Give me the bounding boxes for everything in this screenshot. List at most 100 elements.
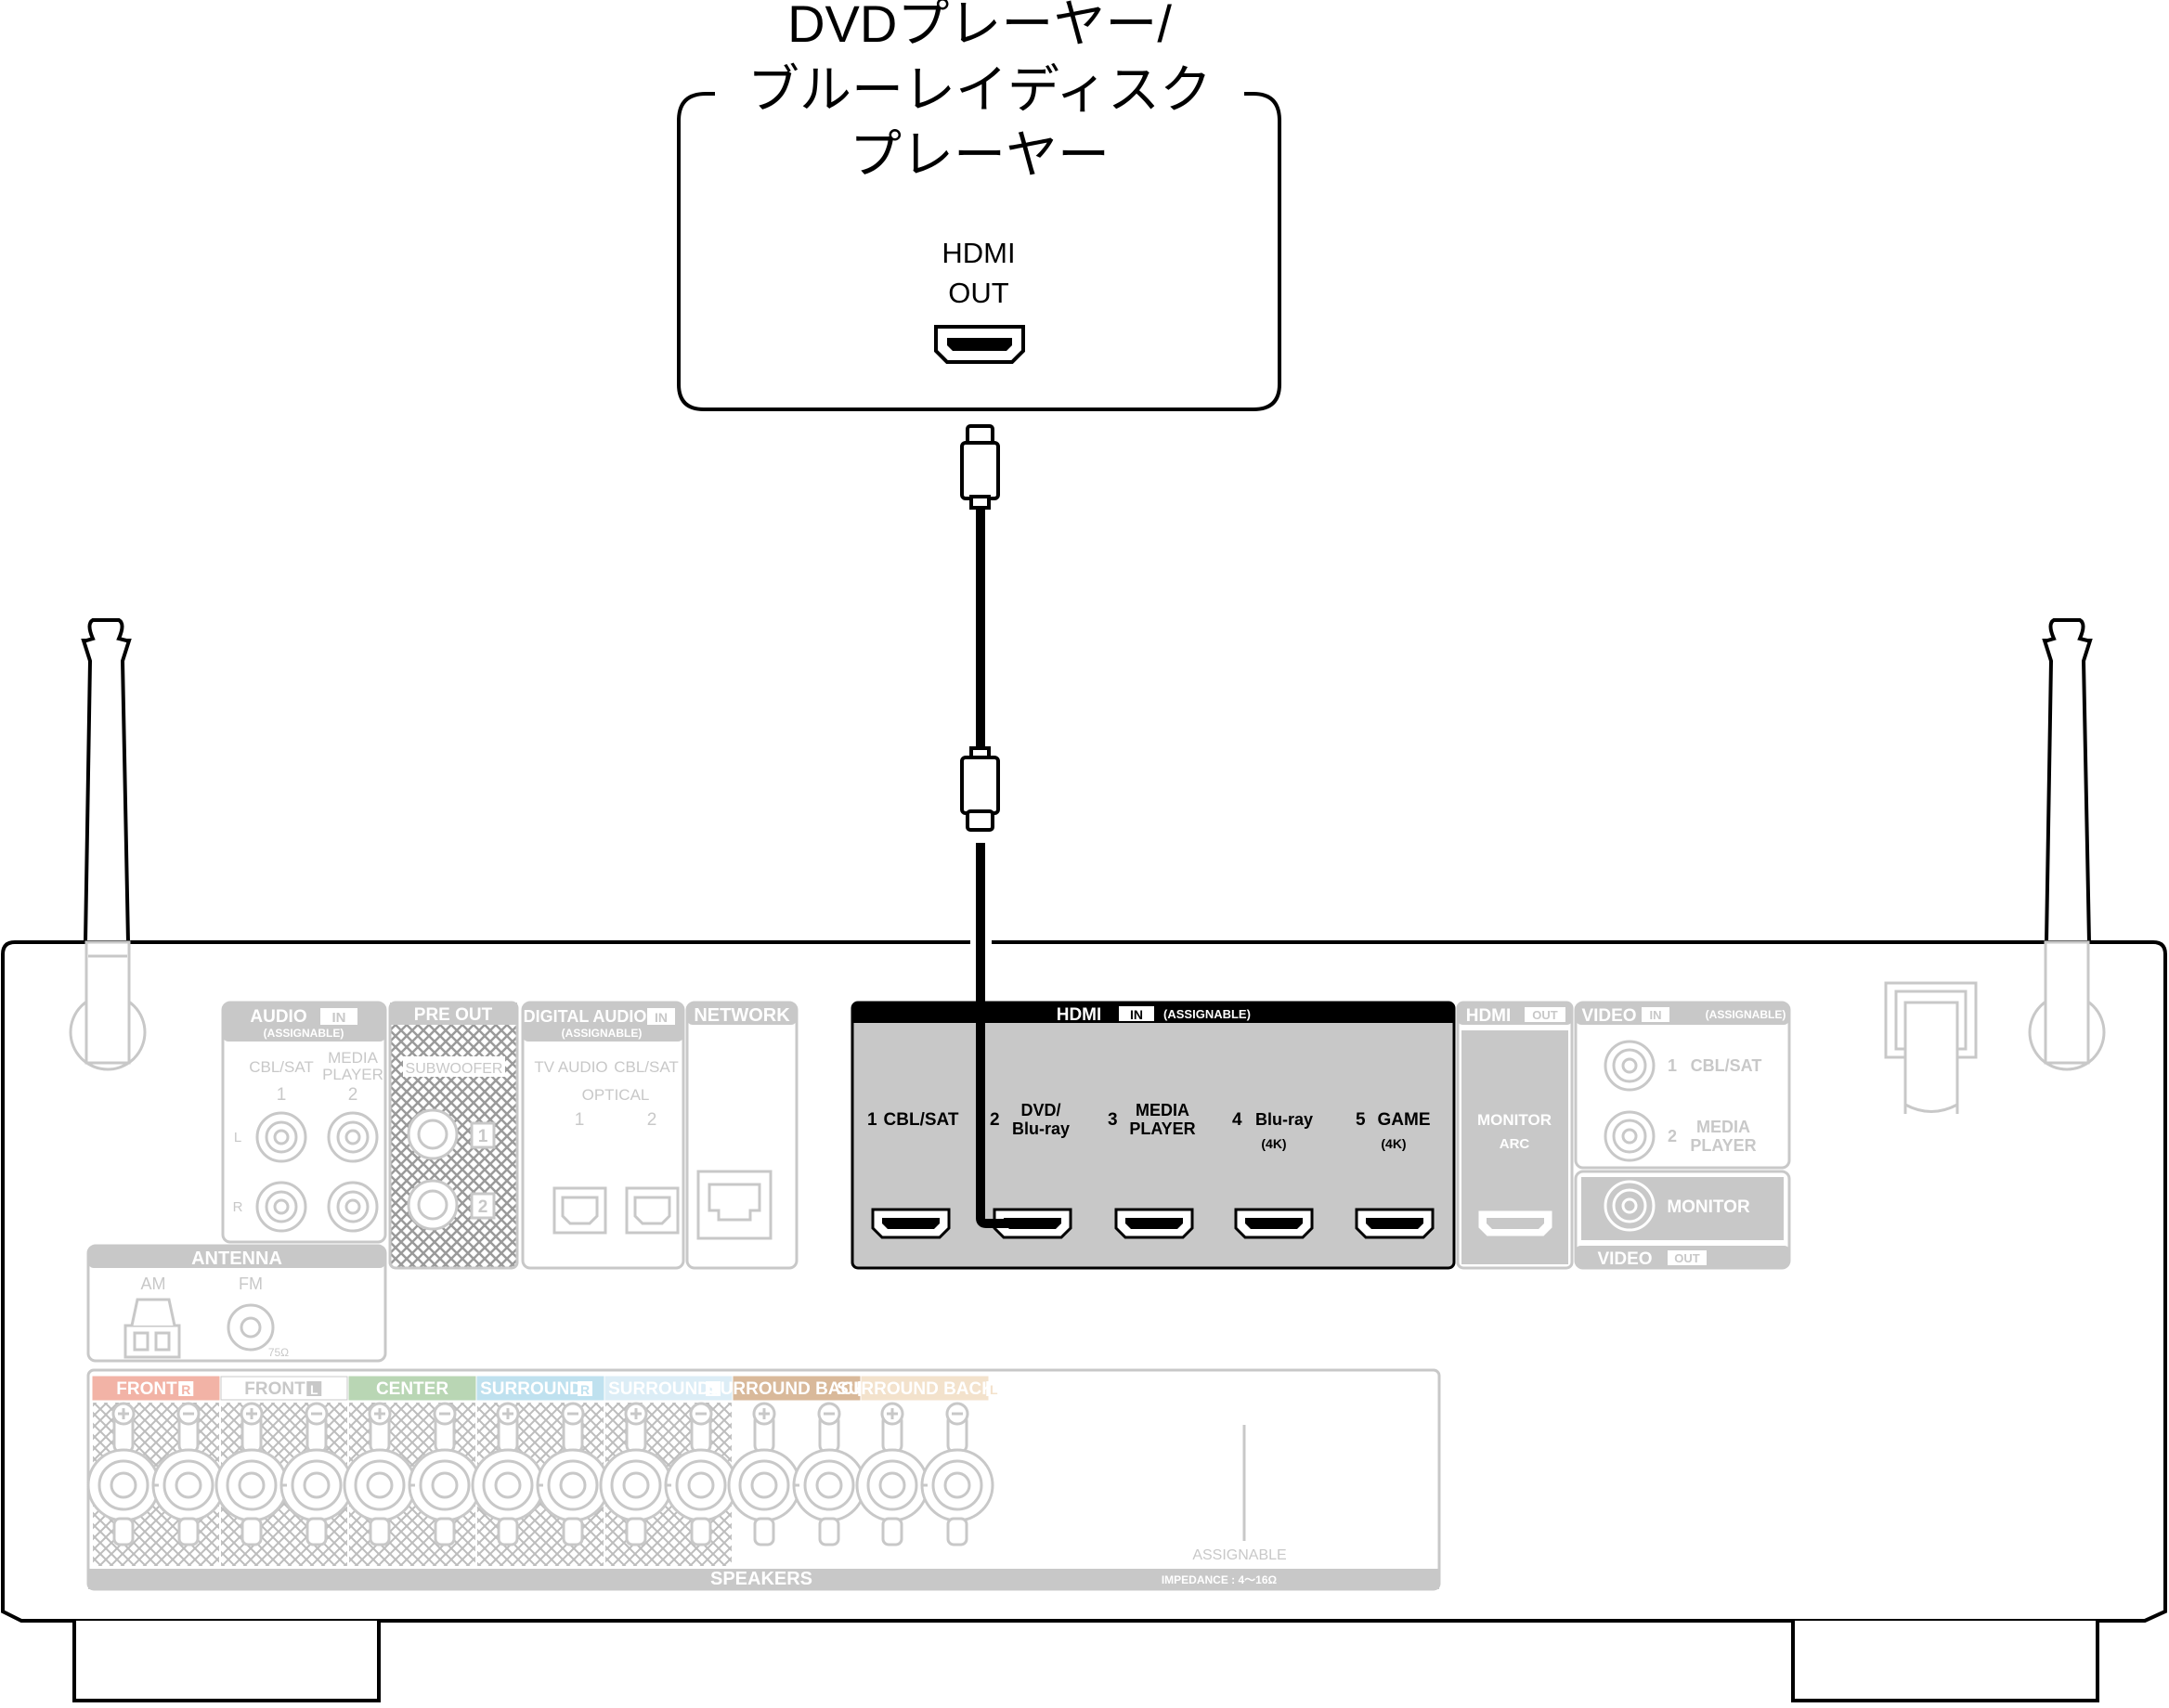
audio-in-sub: (ASSIGNABLE) [264, 1027, 344, 1040]
speaker-group-label: SURROUND BACK [708, 1379, 866, 1399]
hdmi-in-port-5-num: 5 [1356, 1110, 1366, 1130]
device-title-line-1: DVDプレーヤー/ [787, 0, 1172, 53]
antenna-panel: ANTENNA AM FM 75Ω [86, 1244, 387, 1363]
antenna-left [81, 618, 132, 944]
audio-in-panel: AUDIO IN (ASSIGNABLE) CBL/SAT MEDIA PLAY… [221, 1001, 387, 1244]
digital-audio-title: DIGITAL AUDIO [524, 1007, 647, 1026]
video-in-port2-label-2: PLAYER [1690, 1136, 1756, 1155]
cable-plug-bottom [960, 756, 1000, 815]
video-in-port2-num: 2 [1668, 1127, 1677, 1145]
antenna-right [2042, 618, 2093, 944]
speaker-group-label: FRONT [244, 1379, 305, 1399]
hdmi-out-badge: OUT [1532, 1008, 1558, 1022]
hdmi-in-panel: HDMI IN (ASSIGNABLE) 1 CBL/SAT 2 DVD/ Bl… [851, 1001, 1456, 1270]
hdmi-in-port-5-label: GAME [1378, 1110, 1431, 1130]
video-out-label: MONITOR [1667, 1197, 1750, 1217]
hdmi-in-port-5-sub: (4K) [1381, 1136, 1406, 1151]
speaker-group-1: FRONT R [86, 1376, 226, 1566]
speaker-group-side: L [709, 1382, 718, 1397]
antenna-ohm: 75Ω [268, 1346, 289, 1359]
antenna-fm: FM [239, 1275, 263, 1293]
hdmi-in-port-2-label-1: DVD/ [1020, 1101, 1060, 1119]
pre-out-sub: SUBWOOFER [406, 1061, 503, 1077]
hdmi-in-port-1: 1 CBL/SAT [867, 1110, 959, 1239]
digital-audio-col1: TV AUDIO [534, 1058, 607, 1076]
dvd-player-device: DVDプレーヤー/ ブルーレイディスク プレーヤー HDMI OUT [677, 0, 1281, 411]
hdmi-in-port-1-label: CBL/SAT [884, 1110, 959, 1130]
video-out-badge: OUT [1674, 1251, 1700, 1265]
audio-in-col1: CBL/SAT [249, 1058, 314, 1076]
hdmi-in-port-3-num: 3 [1108, 1110, 1118, 1130]
digital-audio-num1: 1 [575, 1110, 585, 1130]
speakers-impedance: IMPEDANCE : 4～16Ω [1162, 1573, 1278, 1586]
hdmi-out-panel: HDMI OUT MONITOR ARC [1456, 1001, 1574, 1270]
digital-audio-col2: CBL/SAT [614, 1058, 679, 1076]
antenna-base-left [69, 940, 147, 1071]
hdmi-in-title: HDMI [1057, 1005, 1102, 1025]
speaker-group-6: SURROUND BACKR [708, 1376, 874, 1566]
speaker-group-3: CENTER [343, 1376, 482, 1566]
video-in-port2-label-1: MEDIA [1696, 1118, 1750, 1136]
hdmi-out-sub: ARC [1500, 1136, 1530, 1152]
hdmi-in-port-2-num: 2 [990, 1110, 1000, 1130]
pre-out-num1: 1 [478, 1127, 488, 1146]
hdmi-in-port-4-sub: (4K) [1261, 1136, 1286, 1151]
video-out-title: VIDEO [1597, 1249, 1652, 1269]
cable-into-port-2 [976, 1021, 1031, 1228]
receiver-chassis [1, 940, 2167, 1702]
speaker-group-label: FRONT [116, 1379, 177, 1399]
speaker-group-2: FRONT L [214, 1376, 354, 1566]
pre-out-num2: 2 [478, 1197, 488, 1217]
digital-audio-num2: 2 [647, 1110, 657, 1130]
hdmi-in-port-4: 4 Blu-ray (4K) [1232, 1110, 1314, 1239]
digital-audio-panel: DIGITAL AUDIO IN (ASSIGNABLE) TV AUDIO C… [521, 1001, 685, 1270]
speakers-title: SPEAKERS [710, 1569, 812, 1589]
speakers-assignable: ASSIGNABLE [1192, 1547, 1286, 1563]
pre-out-title: PRE OUT [414, 1005, 493, 1025]
video-in-port1-num: 1 [1668, 1056, 1677, 1075]
pre-out-panel: PRE OUT SUBWOOFER 1 2 [388, 1001, 519, 1270]
hdmi-in-port-4-num: 4 [1232, 1110, 1242, 1130]
speaker-group-side: L [310, 1382, 318, 1397]
hdmi-in-port-2-label-2: Blu-ray [1012, 1119, 1070, 1138]
video-out-panel: MONITOR VIDEO OUT [1574, 1170, 1791, 1270]
device-title-line-3: プレーヤー [850, 125, 1110, 184]
antenna-am: AM [141, 1275, 166, 1293]
speaker-group-label: SURROUND [608, 1379, 710, 1399]
hdmi-in-port-3-label-1: MEDIA [1136, 1101, 1189, 1119]
digital-audio-badge: IN [655, 1010, 668, 1025]
video-in-port1-label: CBL/SAT [1691, 1056, 1762, 1075]
hdmi-in-port-5: 5 GAME (4K) [1355, 1110, 1435, 1239]
audio-in-col2-line2: PLAYER [322, 1066, 383, 1083]
power-inlet [1884, 981, 1978, 1114]
antenna-title: ANTENNA [191, 1249, 282, 1269]
audio-in-title: AUDIO [250, 1007, 306, 1027]
hdmi-out-label-line-2: OUT [948, 277, 1009, 309]
audio-in-num1: 1 [277, 1085, 287, 1105]
audio-in-left-mark: L [234, 1130, 241, 1145]
audio-in-col2-line1: MEDIA [328, 1049, 379, 1067]
hdmi-out-label: MONITOR [1477, 1111, 1552, 1129]
audio-in-badge: IN [332, 1010, 346, 1026]
speakers-panel: SPEAKERS IMPEDANCE : 4～16Ω ASSIGNABLE FR… [86, 1368, 1441, 1591]
video-in-badge: IN [1650, 1008, 1662, 1022]
hdmi-in-port-4-label: Blu-ray [1255, 1110, 1313, 1129]
network-title: NETWORK [694, 1005, 790, 1026]
video-in-panel: VIDEO IN (ASSIGNABLE) 1 CBL/SAT 2 MEDIA … [1574, 1001, 1791, 1170]
cable-plug-bottom-tip [966, 809, 994, 832]
cable-plug-top-neck [969, 495, 991, 510]
speaker-group-side: R [181, 1382, 190, 1397]
video-in-title: VIDEO [1581, 1006, 1636, 1026]
hdmi-in-badge: IN [1130, 1007, 1143, 1022]
cable-plug-top [960, 441, 1000, 500]
audio-in-num2: 2 [348, 1085, 358, 1105]
hdmi-in-sub: (ASSIGNABLE) [1163, 1007, 1251, 1021]
speaker-group-side: R [580, 1382, 590, 1397]
speaker-group-side: L [990, 1382, 998, 1397]
